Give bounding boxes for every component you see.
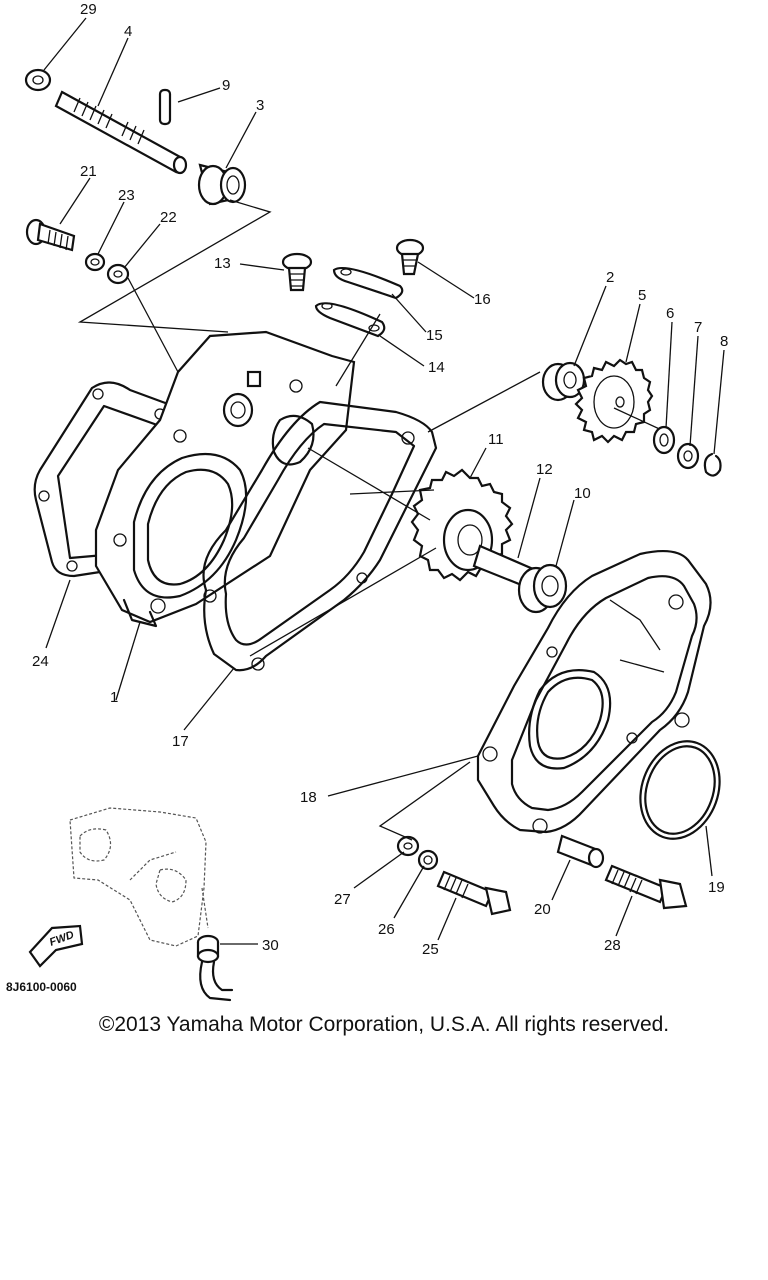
bearing-2	[541, 361, 586, 402]
label-1: 1	[110, 689, 118, 706]
label-16: 16	[474, 291, 491, 308]
label-leader-lines	[43, 17, 725, 945]
label-15: 15	[426, 327, 443, 344]
o-ring-19	[639, 740, 721, 840]
label-19: 19	[708, 879, 725, 896]
label-29: 29	[80, 1, 97, 18]
fwd-arrow-icon: FWD	[28, 924, 84, 968]
bolt-16	[395, 238, 425, 276]
label-4: 4	[124, 23, 132, 40]
label-20: 20	[534, 901, 551, 918]
label-13: 13	[214, 255, 231, 272]
part-number-labels: 29 4 9 3 21 23 22 13 16 15 14 2 5 6 7 8 …	[32, 1, 728, 958]
copyright-notice: ©2013 Yamaha Motor Corporation, U.S.A. A…	[98, 1013, 670, 1036]
label-26: 26	[378, 921, 395, 938]
pin-9	[158, 88, 172, 126]
label-25: 25	[422, 941, 439, 958]
label-3: 3	[256, 97, 264, 114]
reference-code: 8J6100-0060	[6, 980, 77, 994]
shaft-4	[54, 90, 188, 175]
inset-manifold	[69, 807, 209, 947]
label-30: 30	[262, 937, 279, 954]
label-14: 14	[428, 359, 445, 376]
label-28: 28	[604, 937, 621, 954]
washer-22	[106, 263, 130, 285]
label-2: 2	[606, 269, 614, 286]
washer-26	[417, 849, 439, 871]
label-9: 9	[222, 77, 230, 94]
collar-3	[197, 163, 247, 206]
bolt-28	[604, 864, 688, 910]
bolt-21	[25, 218, 76, 252]
washer-23	[84, 252, 106, 272]
label-7: 7	[694, 319, 702, 336]
label-22: 22	[160, 209, 177, 226]
cover-18	[476, 549, 712, 834]
exploded-parts-diagram: FWD	[24, 1, 728, 1002]
washer-29	[24, 68, 52, 92]
cover-plate-15	[332, 266, 404, 300]
bolt-25	[436, 870, 512, 916]
label-11: 11	[488, 431, 504, 448]
label-12: 12	[536, 461, 553, 478]
label-5: 5	[638, 287, 646, 304]
label-27: 27	[334, 891, 351, 908]
label-24: 24	[32, 653, 49, 670]
gasket-14	[314, 302, 386, 338]
housing-1	[94, 330, 356, 628]
gear-5	[574, 358, 667, 444]
bearing-10	[517, 563, 568, 614]
label-10: 10	[574, 485, 591, 502]
fitting-30	[196, 934, 234, 1002]
washer-27	[396, 835, 420, 857]
label-17: 17	[172, 733, 189, 750]
bolt-13	[281, 252, 313, 292]
gasket-17	[202, 400, 438, 672]
label-23: 23	[118, 187, 135, 204]
circlip-8	[703, 452, 722, 477]
label-21: 21	[80, 163, 97, 180]
assembly-relation-lines	[77, 199, 541, 841]
label-18: 18	[300, 789, 317, 806]
label-8: 8	[720, 333, 728, 350]
dowel-20	[556, 834, 605, 869]
washer-6	[652, 425, 676, 455]
washer-7	[676, 442, 700, 470]
label-6: 6	[666, 305, 674, 322]
